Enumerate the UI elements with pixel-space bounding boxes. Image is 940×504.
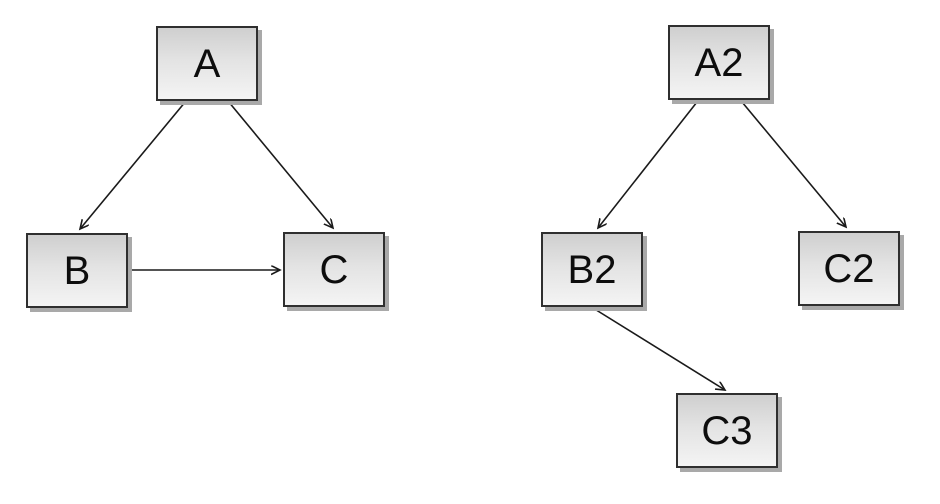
node-B: B bbox=[26, 233, 128, 308]
node-C2: C2 bbox=[798, 231, 900, 306]
edge-B2-C3 bbox=[592, 307, 725, 390]
node-label: C3 bbox=[701, 408, 753, 453]
node-label: B2 bbox=[567, 247, 617, 292]
node-A: A bbox=[156, 26, 258, 101]
node-label: B bbox=[63, 248, 91, 293]
edge-A-B bbox=[80, 100, 187, 229]
edge-A2-C2 bbox=[741, 101, 846, 227]
node-label: A2 bbox=[694, 40, 744, 85]
node-label: C2 bbox=[823, 246, 875, 291]
node-C: C bbox=[283, 232, 385, 307]
node-label: C bbox=[319, 247, 349, 292]
node-A2: A2 bbox=[668, 25, 770, 100]
node-label: A bbox=[193, 41, 221, 86]
node-B2: B2 bbox=[541, 232, 643, 307]
edge-A-C bbox=[227, 100, 333, 228]
edge-A2-B2 bbox=[598, 101, 698, 228]
node-C3: C3 bbox=[676, 393, 778, 468]
